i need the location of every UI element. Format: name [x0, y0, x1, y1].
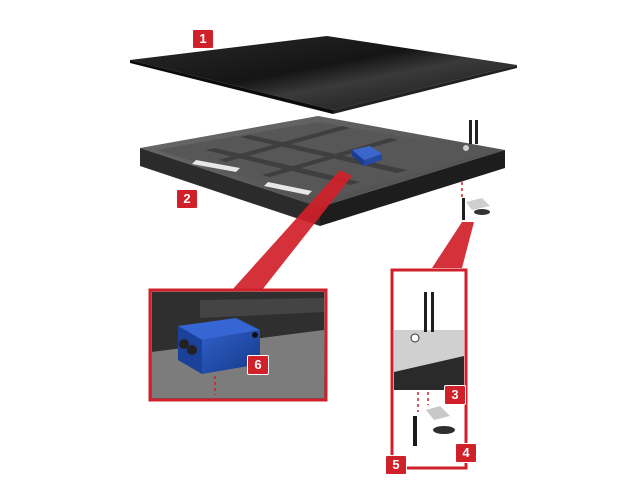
callout-5: 5: [386, 456, 406, 474]
frame-base: [140, 116, 505, 226]
zoom-ribbon-left: [232, 170, 352, 290]
callout-3: 3: [445, 386, 465, 404]
inset-left: [148, 288, 328, 402]
callout-4: 4: [456, 444, 476, 462]
callout-2: 2: [177, 190, 197, 208]
zoom-ribbon-right: [432, 222, 474, 268]
callout-6: 6: [248, 356, 268, 374]
foot-assembly-small: [462, 198, 490, 220]
load-cell-small: [352, 146, 382, 166]
inset-right: [390, 268, 468, 470]
callout-1: 1: [193, 30, 213, 48]
top-plate: [130, 36, 517, 114]
